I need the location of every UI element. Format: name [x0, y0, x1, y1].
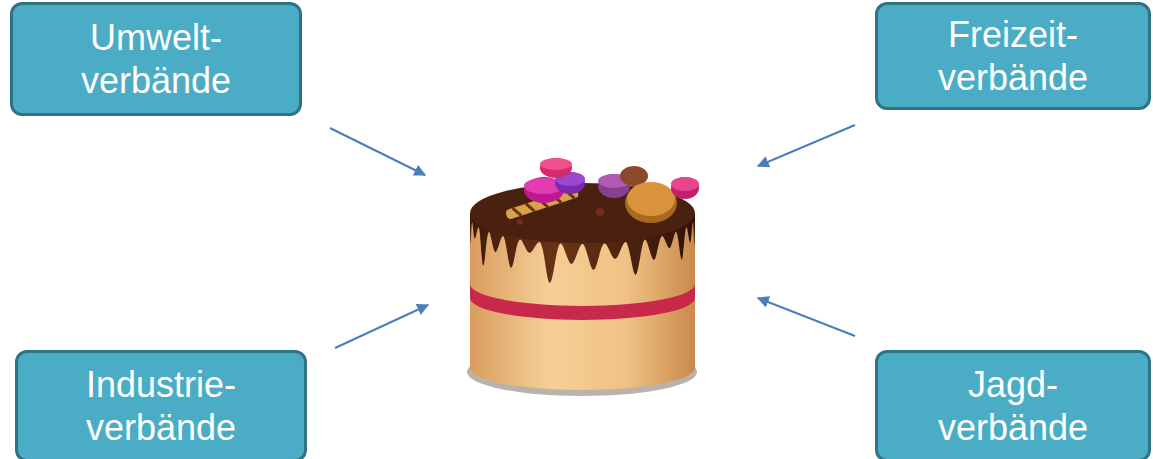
box-label: Freizeit- verbände: [918, 13, 1108, 99]
box-label: Jagd- verbände: [918, 363, 1108, 449]
jam-layer: [470, 284, 695, 320]
pointer-arrow: [758, 125, 855, 166]
stakeholder-box: Jagd- verbände: [875, 350, 1151, 459]
cake-illustration: [467, 158, 699, 396]
stakeholder-box: Industrie- verbände: [15, 350, 307, 459]
macarons: [517, 158, 699, 225]
pointer-arrow: [335, 305, 428, 348]
stakeholder-box: Umwelt- verbände: [10, 2, 302, 116]
pointer-arrow: [758, 298, 855, 336]
box-label: Umwelt- verbände: [61, 16, 251, 102]
cake-top: [470, 183, 695, 243]
pointer-arrows: [330, 125, 855, 348]
box-label: Industrie- verbände: [66, 363, 256, 449]
pointer-arrow: [330, 128, 425, 175]
stakeholder-box: Freizeit- verbände: [875, 2, 1151, 110]
